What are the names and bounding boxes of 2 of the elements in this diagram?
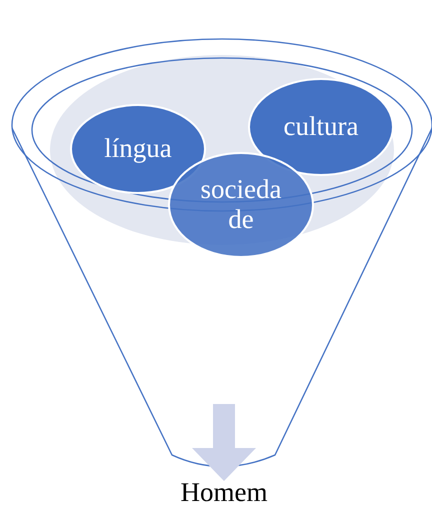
output-label: Homem bbox=[180, 479, 268, 506]
block-arrow bbox=[192, 404, 256, 481]
